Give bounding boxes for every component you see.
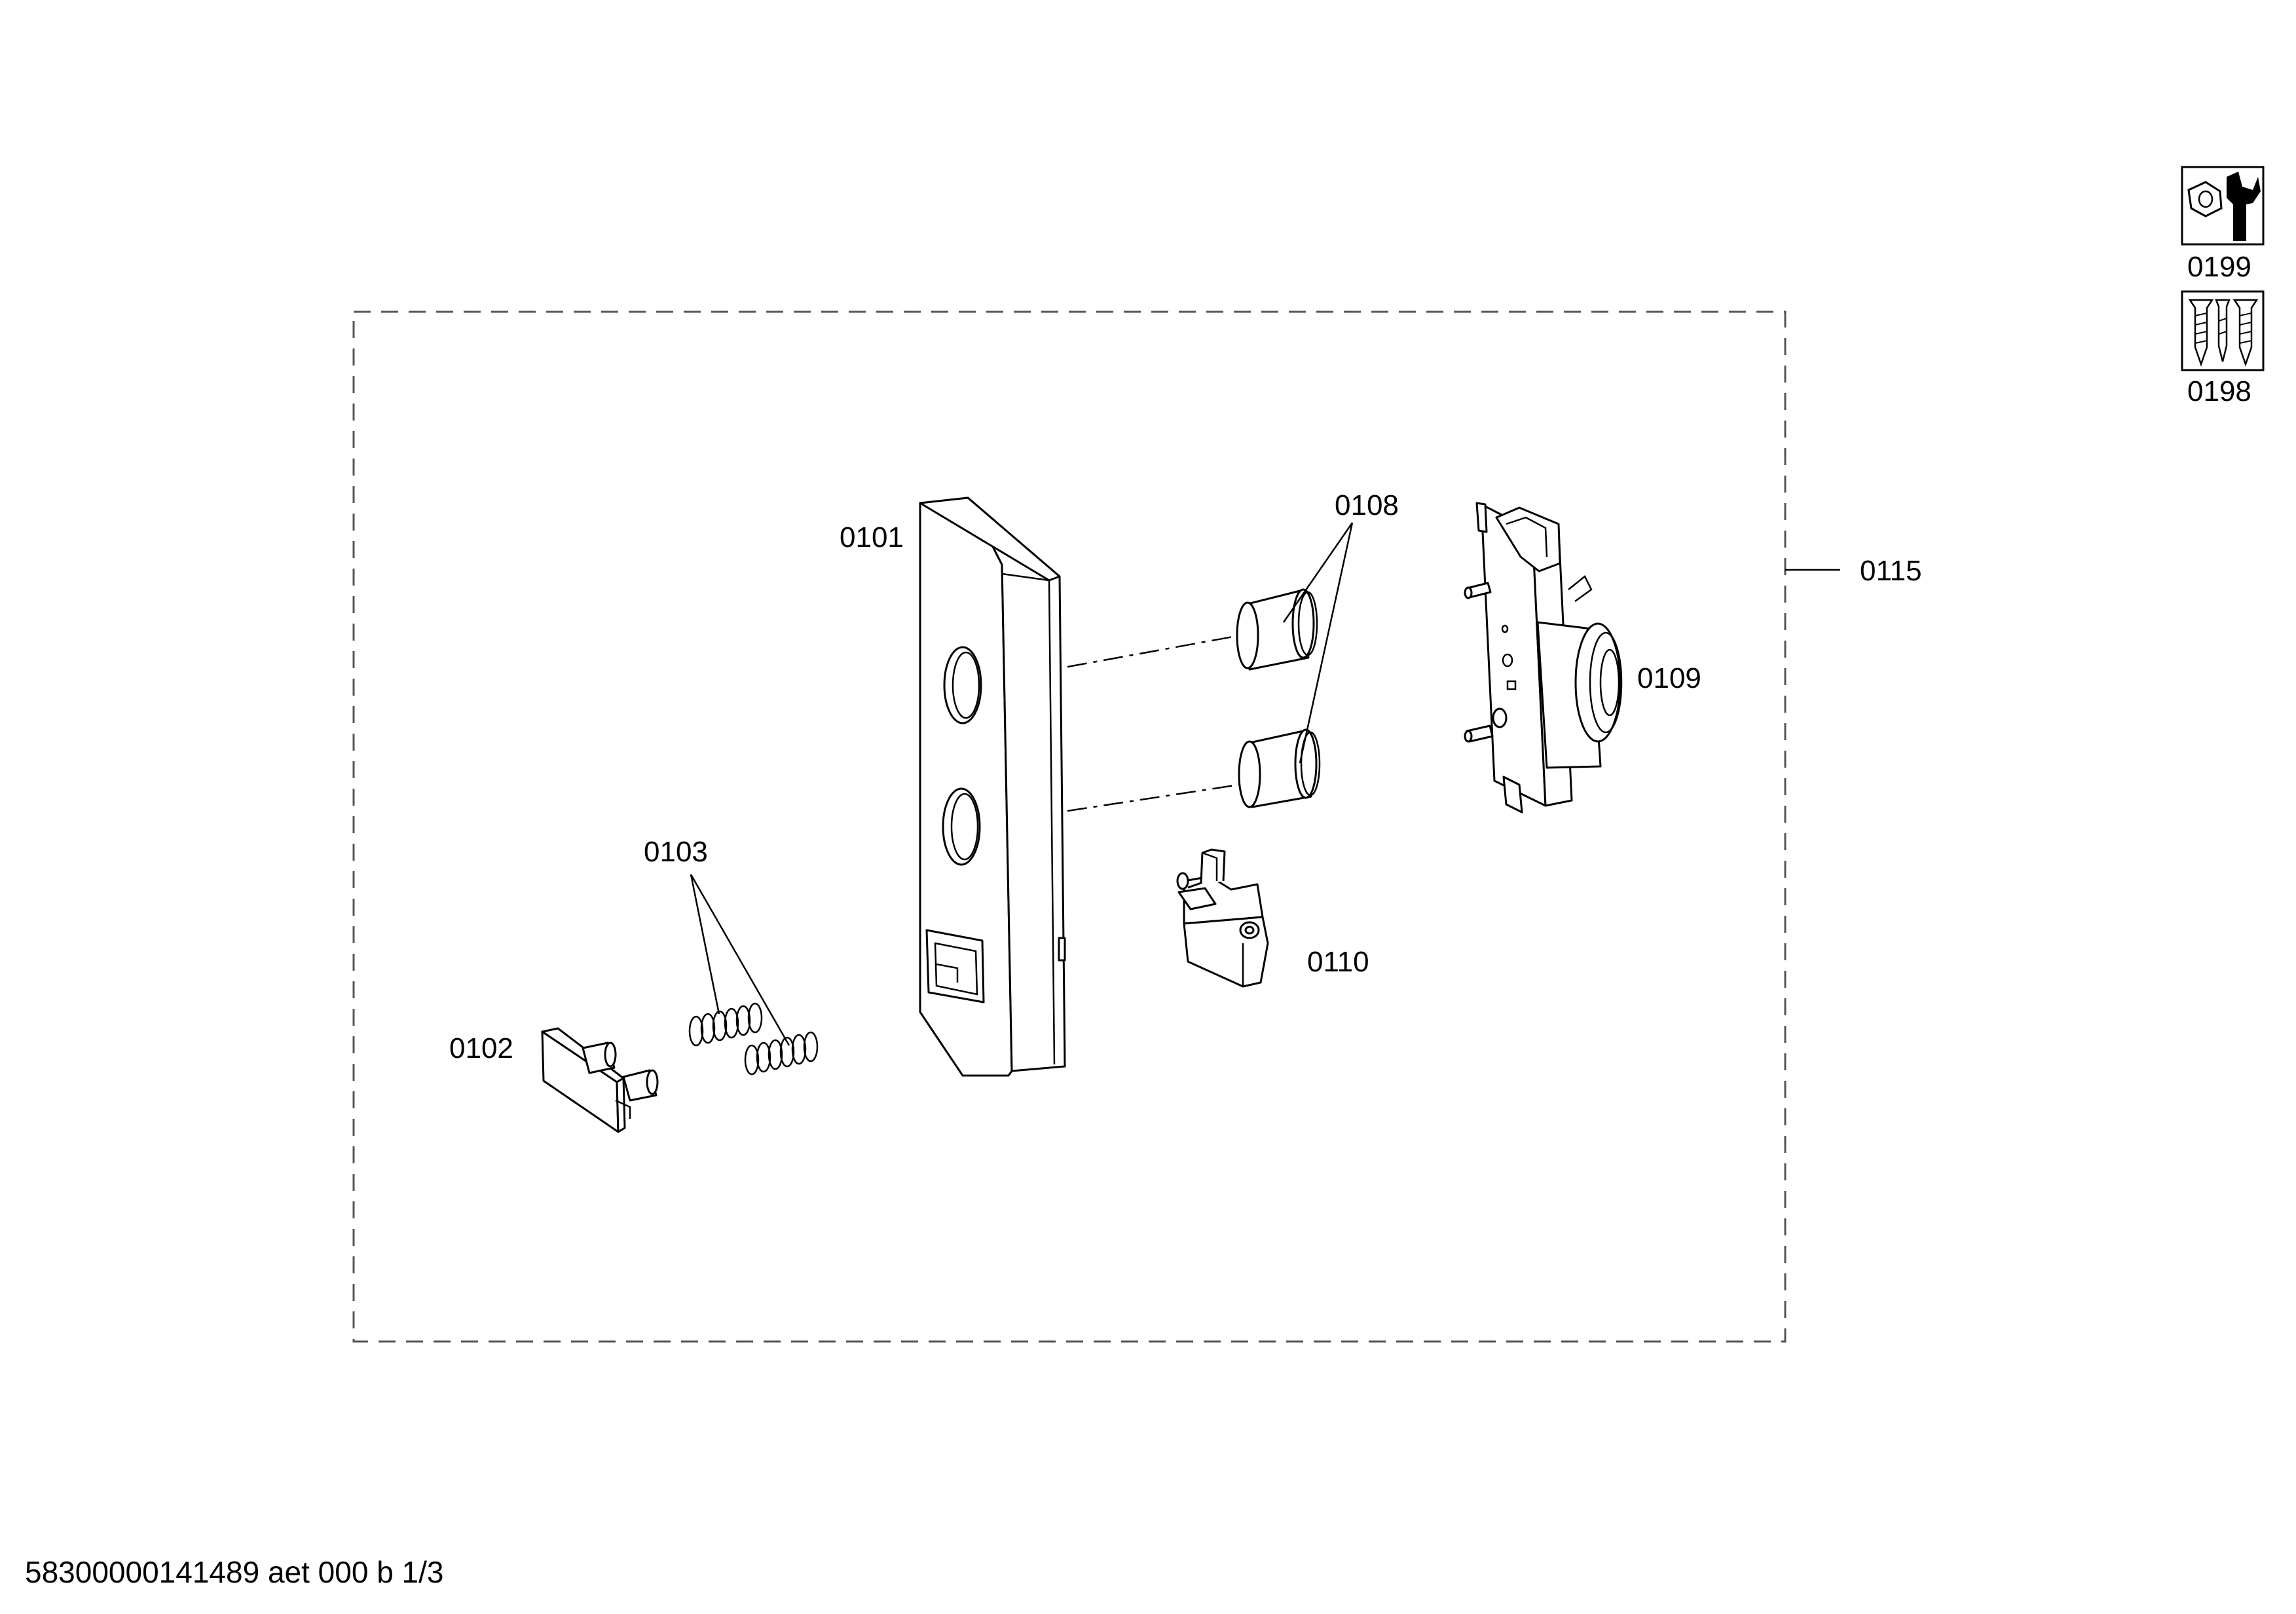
alignment-line-lower: [1067, 782, 1248, 812]
screws-icon[interactable]: [2181, 290, 2265, 371]
label-0102: 0102: [449, 1032, 513, 1064]
alignment-line-upper: [1067, 633, 1248, 668]
label-0109: 0109: [1637, 662, 1701, 694]
label-0115: 0115: [1860, 555, 1922, 587]
document-code: 58300000141489 aet 000 b 1/3: [25, 1555, 444, 1589]
assembly-boundary: [352, 310, 1787, 1343]
label-0198: 0198: [2187, 375, 2251, 407]
label-0108: 0108: [1335, 489, 1399, 521]
wrench-nut-icon[interactable]: [2181, 166, 2265, 246]
part-0103-spring-lower[interactable]: [744, 1031, 819, 1076]
part-0102-push-button[interactable]: [541, 1027, 659, 1133]
label-0101: 0101: [840, 521, 904, 554]
part-0108-knob-lower[interactable]: [1238, 728, 1321, 808]
label-0110: 0110: [1307, 946, 1369, 978]
leader-lines: [690, 522, 1840, 1046]
part-0109-timer-module[interactable]: [1464, 502, 1623, 814]
part-0108-knob-upper[interactable]: [1236, 588, 1318, 671]
label-0103: 0103: [644, 836, 708, 868]
part-0103-spring-upper[interactable]: [688, 1002, 763, 1047]
part-0110-door-switch[interactable]: [1176, 848, 1269, 988]
part-0101-control-panel[interactable]: [919, 497, 1066, 1077]
label-0199: 0199: [2187, 251, 2251, 283]
